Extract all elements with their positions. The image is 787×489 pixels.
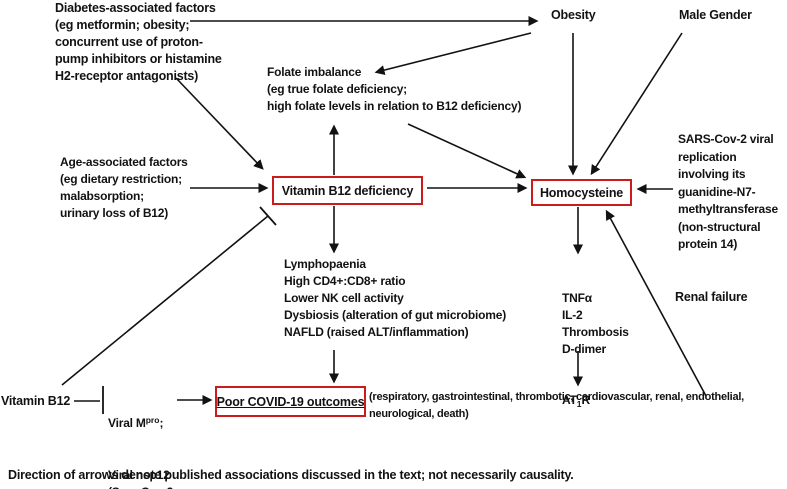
outcomes-detail-label: (respiratory, gastrointestinal, thrombot… xyxy=(369,391,744,420)
inflammation-effects-list: TNFα IL-2 Thrombosis D-dimer AT1R xyxy=(562,256,629,444)
male-gender-label: Male Gender xyxy=(679,8,752,22)
poor-covid-outcomes-label: Poor COVID-19 outcomes xyxy=(216,394,365,409)
vitamin-b12-deficiency-box: Vitamin B12 deficiency xyxy=(272,176,423,205)
diabetes-factors-label: Diabetes-associated factors (eg metformi… xyxy=(55,1,222,83)
homocysteine-box: Homocysteine xyxy=(531,179,632,206)
edge-male-gender-to-homocysteine xyxy=(590,32,683,176)
footer-caption: Direction of arrows denote published ass… xyxy=(8,468,574,482)
edge-diabetes-to-b12-deficiency xyxy=(175,77,264,170)
poor-covid-outcomes-box: Poor COVID-19 outcomes xyxy=(215,386,366,417)
at1r-label: AT1R xyxy=(562,393,590,409)
immune-effects-list: Lymphopaenia High CD4+:CD8+ ratio Lower … xyxy=(284,257,507,339)
edge-obesity-to-folate-imbalance xyxy=(374,32,532,76)
edge-vitamin-b12-inhibits-b12-deficiency xyxy=(61,215,269,386)
homocysteine-label: Homocysteine xyxy=(539,185,624,200)
viral-mpro-nsp12-block: Viral Mpro; Viral nsp12 (Sars-Cov-2 vira… xyxy=(108,381,197,489)
sars-replication-label: SARS-Cov-2 viral replication involving i… xyxy=(678,132,778,251)
mpro-superscript: pro xyxy=(145,415,160,425)
age-factors-label: Age-associated factors (eg dietary restr… xyxy=(60,155,188,220)
vitamin-b12-label: Vitamin B12 xyxy=(1,394,71,408)
edge-renal-failure-to-homocysteine xyxy=(605,209,707,397)
renal-failure-label: Renal failure xyxy=(675,290,748,304)
at1r-subscript: 1 xyxy=(576,398,582,409)
folate-imbalance-label: Folate imbalance (eg true folate deficie… xyxy=(267,65,522,113)
inhibit-bar-b12-deficiency xyxy=(259,206,277,226)
obesity-label: Obesity xyxy=(551,8,596,22)
edge-folate-imbalance-to-homocysteine xyxy=(407,123,527,179)
inflammation-effects-lines: TNFα IL-2 Thrombosis D-dimer xyxy=(562,291,629,356)
viral-nsp12-lines: Viral nsp12 (Sars-Cov-2 viral replicatio… xyxy=(108,468,173,489)
viral-mpro-label: Viral Mpro; xyxy=(108,415,164,430)
vitamin-b12-deficiency-label: Vitamin B12 deficiency xyxy=(281,183,414,198)
